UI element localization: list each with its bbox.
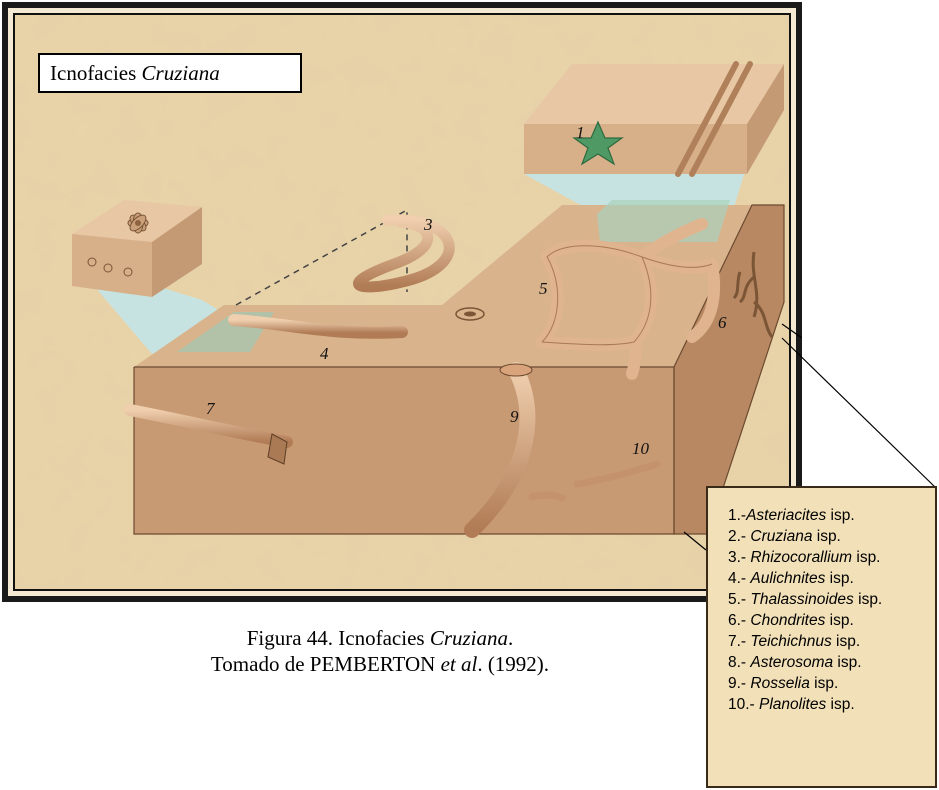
title-prefix: Icnofacies bbox=[50, 61, 142, 85]
legend-item: 7.- Teichichnus isp. bbox=[728, 631, 935, 652]
title-genus: Cruziana bbox=[142, 61, 220, 85]
figure-frame: 1 3 4 5 6 7 9 10 Icnofacies Cruziana bbox=[2, 2, 802, 602]
label-10: 10 bbox=[632, 439, 650, 458]
legend-item: 5.- Thalassinoides isp. bbox=[728, 589, 935, 610]
legend-item: 6.- Chondrites isp. bbox=[728, 610, 935, 631]
label-1: 1 bbox=[576, 123, 585, 142]
caption-line-1: Figura 44. Icnofacies Cruziana. bbox=[120, 625, 640, 651]
legend-item: 9.- Rosselia isp. bbox=[728, 673, 935, 694]
inset-block-front bbox=[72, 234, 152, 297]
legend-item: 10.- Planolites isp. bbox=[728, 694, 935, 715]
title-box: Icnofacies Cruziana bbox=[38, 53, 302, 93]
legend-item: 2.- Cruziana isp. bbox=[728, 526, 935, 547]
legend-box: 1.-Asteriacites isp. 2.- Cruziana isp. 3… bbox=[706, 486, 937, 788]
figure-caption: Figura 44. Icnofacies Cruziana. Tomado d… bbox=[120, 625, 640, 677]
label-5: 5 bbox=[539, 279, 548, 298]
step-top bbox=[597, 200, 730, 242]
label-9: 9 bbox=[510, 407, 519, 426]
label-6: 6 bbox=[718, 313, 727, 332]
block-front-face bbox=[134, 367, 674, 534]
label-4: 4 bbox=[320, 344, 329, 363]
label-3: 3 bbox=[423, 215, 433, 234]
caption-line-2: Tomado de PEMBERTON et al. (1992). bbox=[120, 651, 640, 677]
legend-item: 3.- Rhizocorallium isp. bbox=[728, 547, 935, 568]
legend-item: 8.- Asterosoma isp. bbox=[728, 652, 935, 673]
legend-item: 4.- Aulichnites isp. bbox=[728, 568, 935, 589]
legend-item: 1.-Asteriacites isp. bbox=[728, 505, 935, 526]
